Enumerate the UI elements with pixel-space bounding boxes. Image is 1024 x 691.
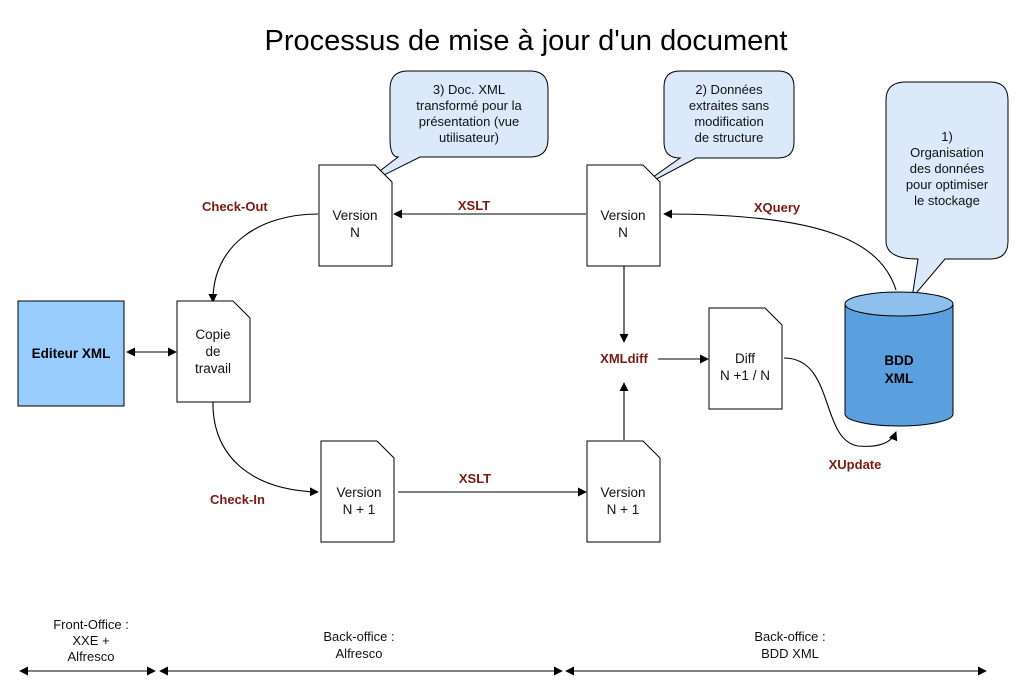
- bdd-xml-database[interactable]: BDD XML: [844, 291, 954, 427]
- version-n1-right-doc[interactable]: Version N + 1: [586, 440, 661, 543]
- zone-front-line-1: Front-Office :: [53, 617, 129, 632]
- callout-2: 2) Données extraites sans modification d…: [631, 70, 795, 193]
- version-n-left-doc[interactable]: Version N: [318, 164, 393, 267]
- label-xquery: XQuery: [754, 200, 801, 215]
- zone-front-line-2: XXE +: [72, 633, 109, 648]
- edge-xupdate: [783, 357, 898, 447]
- zone-back-office-bdd: Back-office : BDD XML: [754, 629, 825, 661]
- callout-1-line-1: 1): [941, 129, 953, 144]
- version-n1-right-line-2: N + 1: [607, 502, 640, 517]
- callout-2-line-2: extraites sans: [689, 98, 770, 113]
- bdd-line-2: XML: [885, 371, 914, 386]
- callout-3-line-3: présentation (vue: [419, 114, 519, 129]
- callout-2-line-4: de structure: [695, 130, 764, 145]
- version-n1-left-doc[interactable]: Version N + 1: [320, 440, 395, 543]
- version-n1-left-line-2: N + 1: [343, 502, 376, 517]
- callout-1-line-2: Organisation: [910, 145, 984, 160]
- version-n1-right-line-1: Version: [600, 485, 645, 500]
- version-n-right-line-1: Version: [600, 208, 645, 223]
- callout-2-line-3: modification: [694, 114, 763, 129]
- version-n-left-line-2: N: [350, 225, 360, 240]
- bdd-line-1: BDD: [884, 353, 913, 368]
- label-check-in: Check-In: [210, 492, 265, 507]
- zone-back-bdd-line-1: Back-office :: [754, 629, 825, 644]
- version-n-right-line-2: N: [618, 225, 628, 240]
- zone-back-bdd-line-2: BDD XML: [761, 646, 819, 661]
- editeur-xml-box[interactable]: Editeur XML: [17, 300, 125, 407]
- callout-3-line-4: utilisateur): [439, 130, 499, 145]
- copie-line-2: de: [205, 344, 220, 359]
- label-xslt-top: XSLT: [458, 198, 490, 213]
- copie-line-3: travail: [195, 361, 231, 376]
- connectors: [126, 209, 898, 497]
- edge-xquery: [663, 209, 897, 291]
- edge-check-out: [208, 213, 319, 303]
- version-n-left-line-1: Version: [332, 208, 377, 223]
- diff-line-2: N +1 / N: [720, 368, 770, 383]
- label-xmldiff: XMLdiff: [600, 351, 648, 366]
- callout-3-line-1: 3) Doc. XML: [433, 82, 505, 97]
- version-n1-left-line-1: Version: [336, 485, 381, 500]
- diff-doc[interactable]: Diff N +1 / N: [708, 307, 783, 410]
- diff-line-1: Diff: [735, 351, 755, 366]
- zone-front-office: Front-Office : XXE + Alfresco: [53, 617, 129, 664]
- callout-3-line-2: transformé pour la: [416, 98, 522, 113]
- callout-1-line-3: des données: [910, 161, 985, 176]
- callout-1: 1) Organisation des données pour optimis…: [885, 81, 1009, 300]
- zone-back-alfresco-line-1: Back-office :: [323, 629, 394, 644]
- version-n-right-doc[interactable]: Version N: [586, 164, 661, 267]
- copie-line-1: Copie: [195, 327, 230, 342]
- zone-back-alfresco-line-2: Alfresco: [336, 646, 383, 661]
- callout-2-line-1: 2) Données: [695, 82, 763, 97]
- label-check-out: Check-Out: [202, 199, 268, 214]
- editeur-xml-label: Editeur XML: [32, 346, 111, 361]
- callout-1-line-4: pour optimiser: [906, 177, 989, 192]
- zone-front-line-3: Alfresco: [68, 649, 115, 664]
- zone-back-office-alfresco: Back-office : Alfresco: [323, 629, 394, 661]
- callout-3: 3) Doc. XML transformé pour la présentat…: [357, 70, 549, 189]
- edge-check-in: [212, 401, 319, 497]
- callout-1-line-5: le stockage: [914, 193, 980, 208]
- label-xupdate: XUpdate: [829, 457, 882, 472]
- copie-de-travail-doc[interactable]: Copie de travail: [176, 300, 251, 403]
- label-xslt-bottom: XSLT: [459, 471, 491, 486]
- page-title: Processus de mise à jour d'un document: [265, 25, 788, 57]
